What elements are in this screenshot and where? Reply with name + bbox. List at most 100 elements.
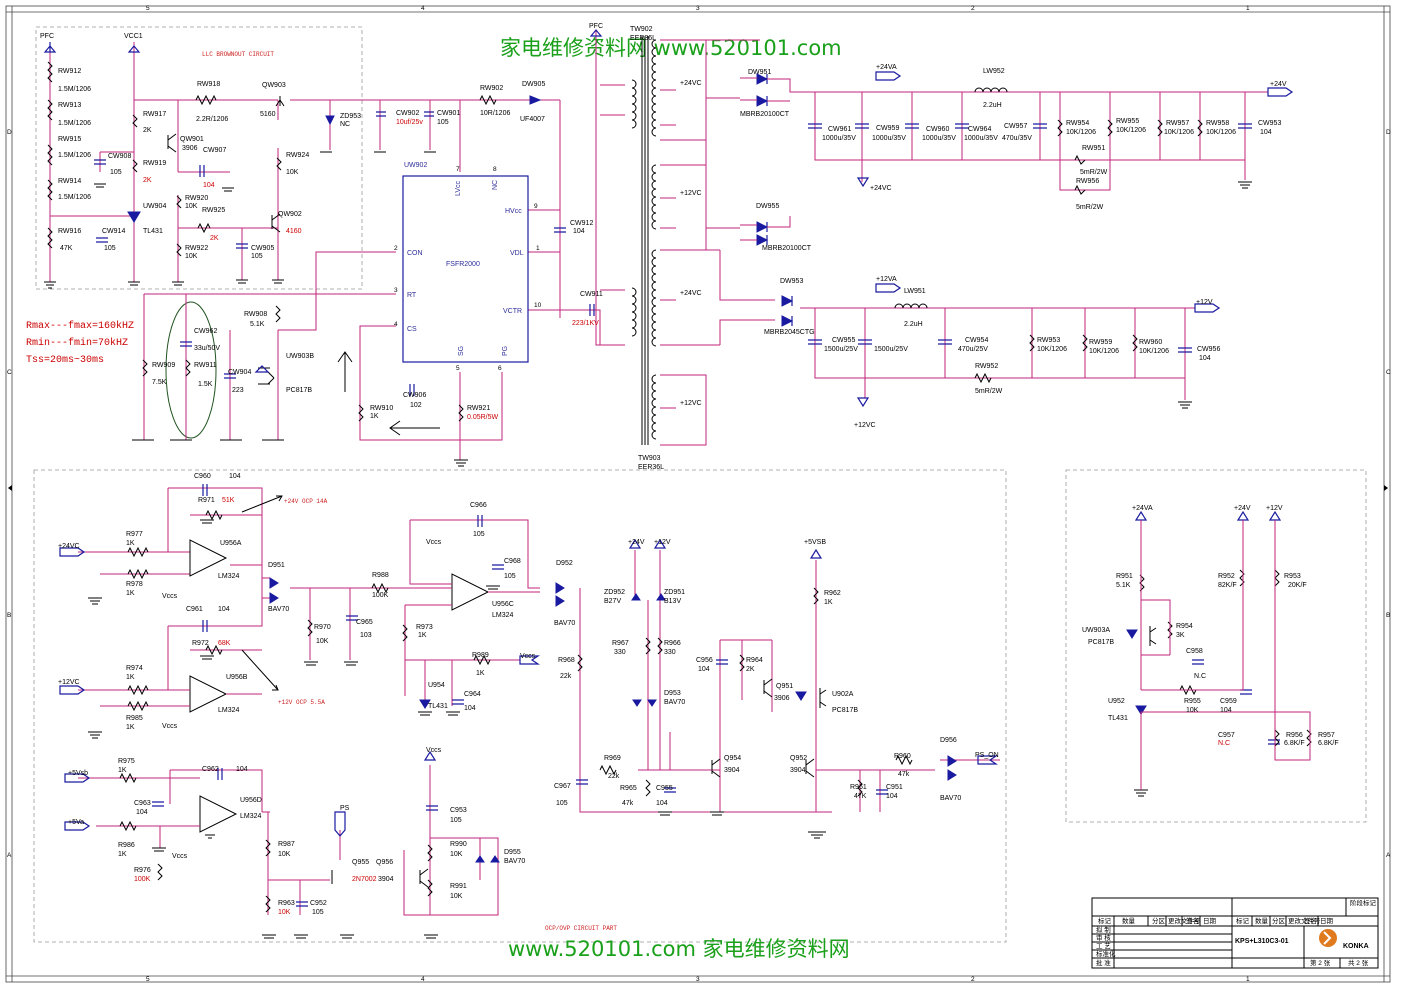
component-label: 5.1K bbox=[1116, 582, 1131, 589]
net-vccs: Vccs bbox=[426, 539, 442, 546]
component-label: QW901 bbox=[180, 136, 204, 143]
component-label: 104 bbox=[203, 182, 215, 189]
net-24vc-tap: +24VC bbox=[680, 80, 702, 87]
note-tss: Tss=20ms~30ms bbox=[26, 355, 104, 366]
component-label: 5mR/2W bbox=[1080, 169, 1108, 176]
component-label: 10uf/25v bbox=[396, 119, 423, 126]
component-label: 10K bbox=[185, 203, 198, 210]
component-label: RW910 bbox=[370, 405, 393, 412]
component-label: R972 bbox=[192, 640, 209, 647]
component-label: B13V bbox=[664, 598, 681, 605]
component-label: RW919 bbox=[143, 160, 166, 167]
pin-num: 7 bbox=[456, 166, 460, 173]
component-label: CW959 bbox=[876, 125, 899, 132]
component-label: 104 bbox=[1260, 129, 1272, 136]
net-24v-fb: +24V bbox=[1234, 505, 1251, 512]
net-vccs-5: Vccs bbox=[172, 853, 188, 860]
component-label: UW903A bbox=[1082, 627, 1110, 634]
component-label: R990 bbox=[450, 841, 467, 848]
component-label: 33u/50V bbox=[194, 345, 220, 352]
net-5vsb-lower: +5Vsb bbox=[68, 770, 88, 777]
component-label: CW905 bbox=[251, 245, 274, 252]
component-label: Q954 bbox=[724, 755, 741, 762]
component-label: N.C bbox=[1194, 673, 1206, 680]
component-label: 2K bbox=[210, 235, 219, 242]
component-label: C962 bbox=[202, 766, 219, 773]
component-label: 104 bbox=[1199, 355, 1211, 362]
component-label: RW909 bbox=[152, 362, 175, 369]
svg-text:分区: 分区 bbox=[1152, 916, 1166, 925]
component-label: R985 bbox=[126, 715, 143, 722]
component-label: 104 bbox=[218, 606, 230, 613]
component-label: CW957 bbox=[1004, 123, 1027, 130]
secondary-outputs bbox=[740, 71, 1294, 409]
component-label: 1K bbox=[126, 590, 135, 597]
row-label: C bbox=[7, 369, 12, 376]
component-label: ZD952 bbox=[604, 589, 625, 596]
row-label: B bbox=[7, 612, 11, 619]
component-label: 104 bbox=[136, 809, 148, 816]
pin-num: 9 bbox=[534, 203, 538, 210]
tw902-ref: TW902 bbox=[630, 26, 653, 33]
col-label: 2 bbox=[971, 5, 975, 12]
component-label: 3904 bbox=[378, 876, 394, 883]
component-label: C966 bbox=[470, 502, 487, 509]
component-label: R967 bbox=[612, 640, 629, 647]
ocp12-note: +12V OCP 5.5A bbox=[278, 699, 325, 706]
net-pfc: PFC bbox=[40, 33, 54, 40]
component-label: CW911 bbox=[580, 291, 603, 298]
net-12v-fb: +12V bbox=[1266, 505, 1283, 512]
component-label: C959 bbox=[1220, 698, 1237, 705]
net-12vc-ocp: +12VC bbox=[58, 679, 80, 686]
component-label: 5.1K bbox=[250, 321, 265, 328]
component-label: R953 bbox=[1284, 573, 1301, 580]
component-label: C968 bbox=[504, 558, 521, 565]
svg-text:签名: 签名 bbox=[1186, 916, 1199, 925]
component-label: ZD953 bbox=[340, 113, 361, 120]
sheet-total: 共 2 张 bbox=[1348, 958, 1369, 967]
ocp24-note: +24V OCP 14A bbox=[284, 498, 328, 505]
ic-name: FSFR2000 bbox=[446, 261, 480, 268]
component-label: RW902 bbox=[480, 85, 503, 92]
row-label: A bbox=[7, 852, 12, 859]
component-label: TL431 bbox=[143, 228, 163, 235]
net-12va: +12VA bbox=[876, 276, 897, 283]
component-label: CW962 bbox=[194, 328, 217, 335]
component-label: C955 bbox=[656, 785, 673, 792]
pin-sg: SG bbox=[458, 346, 465, 356]
pin-nc: NC bbox=[492, 180, 499, 190]
component-label: UW903B bbox=[286, 353, 314, 360]
pin-cs: CS bbox=[407, 326, 417, 333]
svg-text:更改文件号: 更改文件号 bbox=[1168, 916, 1201, 925]
component-label: 104 bbox=[1220, 707, 1232, 714]
component-label: 22k bbox=[608, 773, 620, 780]
net-12vc-tap: +12VC bbox=[680, 190, 702, 197]
component-label: R971 bbox=[198, 497, 215, 504]
component-label: 1.5M/1206 bbox=[58, 152, 91, 159]
component-label: 3904 bbox=[790, 767, 806, 774]
svg-text:更改文件号: 更改文件号 bbox=[1288, 916, 1321, 925]
component-label: R960 bbox=[894, 753, 911, 760]
component-label: 10K bbox=[450, 851, 463, 858]
component-label: N.C bbox=[1218, 740, 1230, 747]
component-label: R951 bbox=[1116, 573, 1133, 580]
component-label: MBRB2045CTG bbox=[764, 329, 815, 336]
component-label: 22k bbox=[560, 673, 572, 680]
component-label: C964 bbox=[464, 691, 481, 698]
component-label: 1K bbox=[126, 540, 135, 547]
col-label: 1 bbox=[1246, 5, 1250, 12]
component-label: 1500u/25V bbox=[824, 346, 858, 353]
component-label: R963 bbox=[278, 900, 295, 907]
component-label: RW956 bbox=[1076, 178, 1099, 185]
component-label: 1K bbox=[118, 767, 127, 774]
component-label: LM324 bbox=[240, 813, 262, 820]
col-label: 5 bbox=[146, 5, 150, 12]
component-label: DW953 bbox=[780, 278, 803, 285]
component-label: 470u/35V bbox=[1002, 135, 1032, 142]
component-label: 5mR/2W bbox=[975, 388, 1003, 395]
component-label: 10K bbox=[316, 638, 329, 645]
component-label: CW956 bbox=[1197, 346, 1220, 353]
component-label: C961 bbox=[186, 606, 203, 613]
component-label: 4160 bbox=[286, 228, 302, 235]
